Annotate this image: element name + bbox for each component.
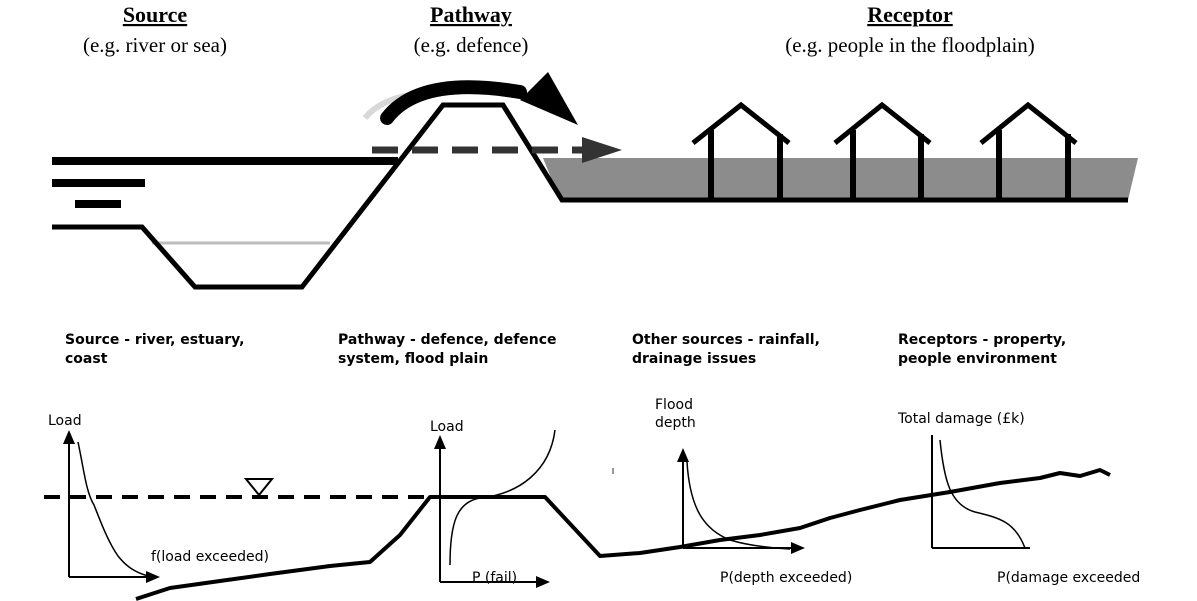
water-level-triangle-icon (243, 478, 275, 497)
river-water-lines (52, 157, 398, 245)
pathway-title: Pathway (430, 2, 512, 27)
graph-damage-exceedance: Total damage (£k) P(damage exceeded (897, 411, 1140, 586)
receptor-subtitle: (e.g. people in the floodplain) (785, 33, 1035, 57)
graph-depth-x-label: P(depth exceeded) (720, 570, 852, 586)
house-icon-2 (833, 101, 932, 200)
caption-pathway-line-2: system, flood plain (338, 351, 488, 367)
graph-load-exceedance: Load f(load exceeded) (48, 413, 269, 583)
caption-other-line-2: drainage issues (632, 351, 756, 367)
graph-fragility-y-label: Load (430, 419, 464, 435)
graph-fragility-x-label: P (fail) (472, 570, 517, 586)
overtopping-arrow-icon (362, 72, 578, 125)
heading-pathway: Pathway (e.g. defence) (414, 2, 529, 57)
graph-depth-y-label-line-2: depth (655, 415, 696, 431)
floodplain-water-fill (543, 158, 1138, 200)
caption-receptors-line-1: Receptors - property, (898, 332, 1066, 348)
heading-receptor: Receptor (e.g. people in the floodplain) (785, 2, 1035, 57)
graph-damage-x-label: P(damage exceeded (997, 570, 1140, 586)
source-title: Source (123, 2, 188, 27)
caption-pathway: Pathway - defence, defence system, flood… (338, 332, 557, 367)
caption-source: Source - river, estuary, coast (65, 332, 244, 367)
graph-fragility: Load P (fail) (430, 419, 556, 588)
house-icon-1 (691, 101, 791, 200)
graph-depth-y-label-line-1: Flood (655, 397, 693, 413)
caption-other-line-1: Other sources - rainfall, (632, 332, 820, 348)
receptor-title: Receptor (867, 2, 953, 27)
river-channel-and-defence-profile (52, 102, 1128, 290)
ground-profile-line (135, 468, 1111, 601)
caption-source-line-1: Source - river, estuary, (65, 332, 244, 348)
heading-source: Source (e.g. river or sea) (83, 2, 227, 57)
caption-other-sources: Other sources - rainfall, drainage issue… (632, 332, 820, 367)
graph-depth-exceedance: Flood depth P(depth exceeded) (655, 397, 852, 586)
caption-receptors: Receptors - property, people environment (898, 332, 1066, 367)
caption-receptors-line-2: people environment (898, 351, 1057, 367)
graph-damage-y-label: Total damage (£k) (897, 411, 1025, 427)
caption-pathway-line-1: Pathway - defence, defence (338, 332, 557, 348)
graph-load-y-label: Load (48, 413, 82, 429)
source-subtitle: (e.g. river or sea) (83, 33, 227, 57)
pathway-subtitle: (e.g. defence) (414, 33, 529, 57)
house-icon-3 (979, 101, 1078, 200)
seepage-dashed-arrow-icon (372, 137, 622, 163)
scan-speck (612, 468, 614, 474)
caption-source-line-2: coast (65, 351, 108, 367)
graph-load-x-label: f(load exceeded) (151, 549, 269, 565)
